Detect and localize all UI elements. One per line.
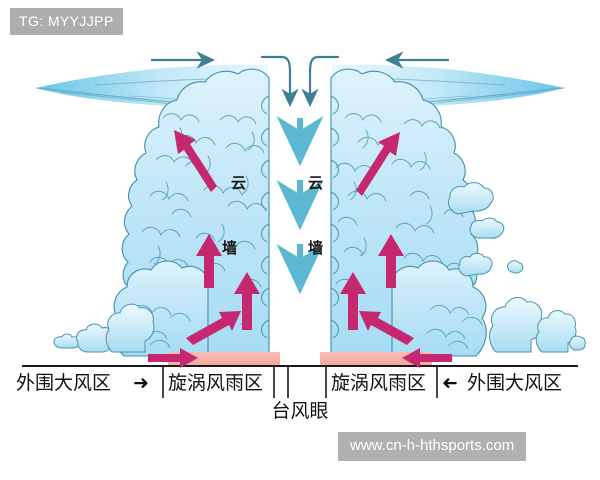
inflow-updraft-arrows [148, 130, 452, 368]
arrow-left-lowmid-updraft [196, 234, 222, 288]
arrow-right-surface-inflow [402, 348, 452, 368]
arrow-left-surface-inflow [148, 348, 198, 368]
right-scattered-clouds [447, 182, 586, 353]
left-cloud-wall-label-top: 云 [231, 174, 248, 192]
right-cloud-wall-label-top: 云 [308, 174, 325, 192]
arrow-left-mid-updraft [234, 272, 260, 330]
left-precip-band [168, 352, 280, 366]
zone-label-vortex-right: 旋涡风雨区 [331, 372, 427, 394]
zone-divider-ticks [162, 366, 438, 398]
outflow-arrows [150, 51, 450, 108]
arrow-left-upper-diagonal [174, 130, 217, 192]
arrow-left-low-diagonal [186, 311, 241, 345]
right-cloud-wall [330, 68, 487, 357]
zone-label-vortex-left: 旋涡风雨区 [168, 372, 264, 394]
arrow-right-low-diagonal [359, 311, 414, 345]
zone-label-outer-left: 外围大风区 [16, 372, 112, 394]
typhoon-eye-label: 台风眼 [271, 400, 329, 422]
zone-label-band: 外围大风区 ➜ 旋涡风雨区 旋涡风雨区 ➜ 外围大风区 台风眼 [0, 352, 600, 422]
left-scattered-clouds [53, 303, 155, 353]
arrow-left-icon-right-zone: ➜ [442, 372, 458, 394]
right-cloud-wall-label-bottom: 墙 [308, 239, 325, 257]
arrow-right-mid-updraft [340, 272, 366, 330]
arrow-right-upper-diagonal [356, 132, 400, 196]
site-watermark: www.cn-h-hthsports.com [338, 432, 527, 461]
arrow-right-icon-left-zone: ➜ [133, 372, 149, 394]
arrow-right-lowmid-updraft [378, 234, 404, 288]
left-cloud-wall-label-bottom: 墙 [222, 239, 239, 257]
tg-watermark-tag: TG: MYYJJPP [10, 8, 123, 35]
right-precip-band [320, 352, 432, 366]
zone-label-outer-right: 外围大风区 [467, 372, 563, 394]
